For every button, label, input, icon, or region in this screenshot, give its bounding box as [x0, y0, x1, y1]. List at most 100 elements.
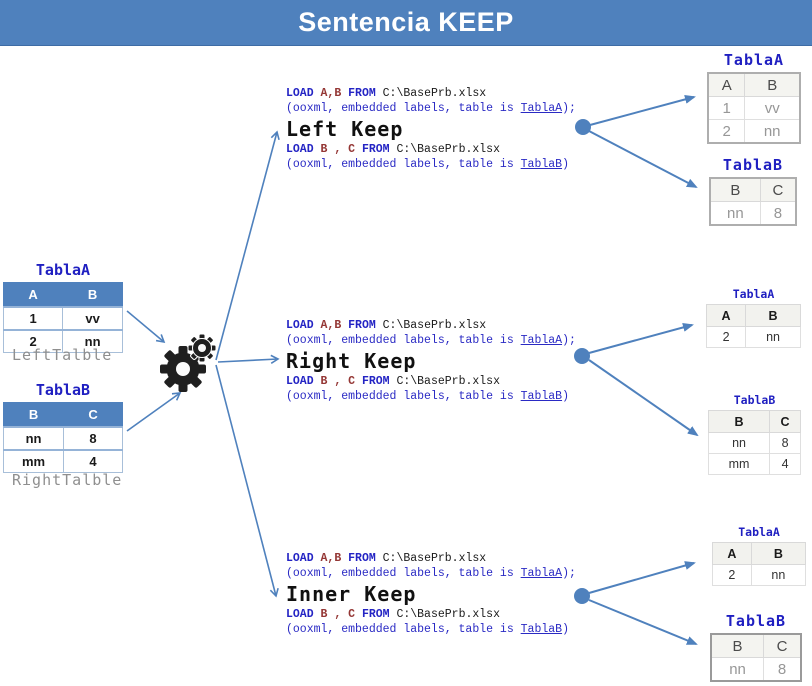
- load-statement: LOAD B , C FROM C:\BasePrb.xlsx: [286, 608, 500, 621]
- arrow-inner-keep-tablaB: [588, 599, 698, 645]
- format-spec: (ooxml, embedded labels, table is TablaB…: [286, 390, 569, 403]
- table-row: mm 4: [707, 453, 801, 475]
- cell: 4: [63, 449, 123, 473]
- arrow-tablaB-to-gears: [126, 392, 182, 432]
- table-title: TablaB: [733, 393, 776, 407]
- table-title: TablaB: [722, 156, 784, 174]
- cell: mm: [2, 449, 65, 473]
- format-spec: (ooxml, embedded labels, table is TablaB…: [286, 623, 569, 636]
- result-table-inner-keep-tablaB: TablaB B C nn 8: [710, 612, 802, 682]
- load-statement: LOAD A,B FROM C:\BasePrb.xlsx: [286, 552, 487, 565]
- connector-dot-left-keep: [575, 119, 591, 135]
- code-block-right-keep: LOAD A,B FROM C:\BasePrb.xlsx (ooxml, em…: [286, 318, 576, 404]
- cell: nn: [750, 564, 807, 586]
- load-statement: LOAD A,B FROM C:\BasePrb.xlsx: [286, 87, 487, 100]
- cell: 4: [769, 453, 801, 475]
- column-header: A: [707, 72, 746, 97]
- source-table-tablaB: TablaB B C nn 8 mm 4: [2, 381, 123, 473]
- cell: vv: [62, 306, 123, 331]
- table-row: 2 nn: [2, 329, 123, 353]
- format-spec: (ooxml, embedded labels, table is TablaA…: [286, 102, 576, 115]
- column-header: B: [745, 304, 801, 327]
- header-bar: Sentencia KEEP: [0, 0, 812, 46]
- keep-label-left: Left Keep: [286, 117, 404, 141]
- page-title: Sentencia KEEP: [298, 7, 514, 37]
- arrow-right-keep-tablaB: [588, 359, 699, 437]
- connector-dot-inner-keep: [574, 588, 590, 604]
- column-header: B: [750, 542, 807, 565]
- table-row: 2 nn: [707, 119, 801, 144]
- cell: nn: [744, 119, 801, 144]
- table-row: 2 nn: [712, 564, 807, 586]
- load-statement: LOAD A,B FROM C:\BasePrb.xlsx: [286, 319, 487, 332]
- table-row: nn 8: [710, 657, 802, 682]
- column-header: B: [2, 402, 65, 428]
- table-title: TablaA: [35, 261, 91, 279]
- result-table-left-keep-tablaB: TablaB B C nn 8: [709, 156, 797, 226]
- keep-label-inner: Inner Keep: [286, 582, 417, 606]
- cell: nn: [710, 657, 765, 682]
- cell: 8: [63, 426, 123, 451]
- arrow-gears-to-right-keep: [217, 354, 280, 365]
- column-header: C: [769, 410, 801, 433]
- cell: nn: [2, 426, 65, 451]
- column-header: A: [2, 282, 64, 308]
- table-row: nn 8: [2, 426, 123, 451]
- connector-dot-right-keep: [574, 348, 590, 364]
- table-row: 1 vv: [2, 306, 123, 331]
- code-block-inner-keep: LOAD A,B FROM C:\BasePrb.xlsx (ooxml, em…: [286, 551, 576, 637]
- table-row: 2 nn: [705, 326, 801, 348]
- column-header: C: [763, 633, 802, 658]
- column-header: B: [744, 72, 801, 97]
- arrow-gears-to-left-keep: [215, 130, 280, 361]
- column-header: B: [710, 633, 765, 658]
- arrow-right-keep-tablaA: [588, 323, 694, 354]
- source-caption-right: RightTalble: [12, 471, 123, 489]
- arrow-left-keep-tablaB: [588, 130, 698, 188]
- column-header: B: [707, 410, 771, 433]
- table-title: TablaA: [723, 51, 785, 69]
- cell: 8: [759, 201, 797, 226]
- load-statement: LOAD B , C FROM C:\BasePrb.xlsx: [286, 375, 500, 388]
- cell: 8: [769, 432, 801, 454]
- cell: nn: [709, 201, 761, 226]
- table-title: TablaA: [738, 525, 780, 539]
- code-block-left-keep: LOAD A,B FROM C:\BasePrb.xlsx (ooxml, em…: [286, 86, 576, 172]
- gears-icon: [160, 333, 217, 392]
- column-header: B: [709, 177, 761, 202]
- cell: 2: [707, 119, 746, 144]
- format-spec: (ooxml, embedded labels, table is TablaA…: [286, 334, 576, 347]
- source-table-tablaA: TablaA A B 1 vv 2 nn: [2, 261, 123, 353]
- keep-label-right: Right Keep: [286, 349, 417, 373]
- column-header: C: [759, 177, 797, 202]
- cell: 2: [712, 564, 752, 586]
- table-row: nn 8: [709, 201, 797, 226]
- cell: 1: [707, 96, 746, 120]
- cell: 2: [705, 326, 747, 348]
- cell: nn: [707, 432, 771, 454]
- cell: nn: [745, 326, 801, 348]
- cell: 1: [2, 306, 64, 331]
- cell: mm: [707, 453, 771, 475]
- cell: nn: [62, 329, 123, 353]
- column-header: B: [62, 282, 123, 308]
- result-table-inner-keep-tablaA: TablaA A B 2 nn: [712, 525, 807, 586]
- cell: 2: [2, 329, 64, 353]
- cell: 8: [763, 657, 802, 682]
- table-row: nn 8: [707, 432, 801, 454]
- result-table-right-keep-tablaA: TablaA A B 2 nn: [705, 287, 801, 348]
- result-table-left-keep-tablaA: TablaA A B 1 vv 2 nn: [707, 51, 801, 144]
- format-spec: (ooxml, embedded labels, table is TablaA…: [286, 567, 576, 580]
- source-caption-left: LeftTalble: [12, 346, 113, 364]
- table-row: 1 vv: [707, 96, 801, 120]
- table-row: mm 4: [2, 449, 123, 473]
- arrow-inner-keep-tablaA: [588, 561, 696, 594]
- column-header: A: [712, 542, 752, 565]
- table-title: TablaA: [732, 287, 775, 301]
- cell: vv: [744, 96, 801, 120]
- format-spec: (ooxml, embedded labels, table is TablaB…: [286, 158, 569, 171]
- table-title: TablaB: [35, 381, 91, 399]
- column-header: A: [705, 304, 747, 327]
